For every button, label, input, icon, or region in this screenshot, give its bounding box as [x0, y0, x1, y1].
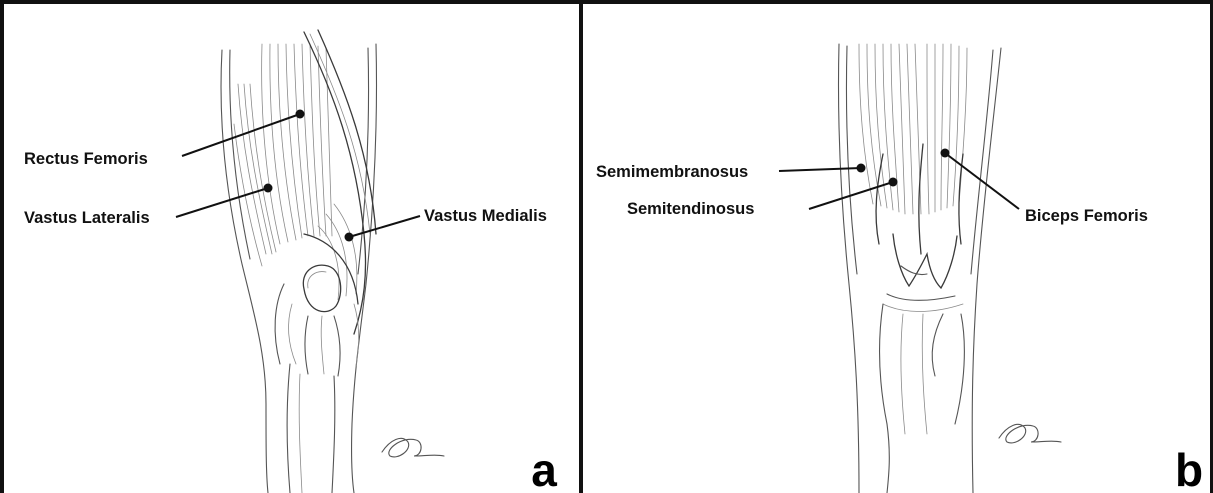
posterior-knee-sketch [838, 44, 1061, 493]
panel-letter-b: b [1175, 444, 1203, 493]
panel-letter-a: a [531, 444, 557, 493]
anterior-knee-sketch [221, 30, 444, 493]
semimembranosus-pointer-dot [857, 164, 866, 173]
biceps-femoris-pointer-dot [941, 149, 950, 158]
rectus-femoris-pointer-dot [296, 110, 305, 119]
posterior-knee-drawing: Semimembranosus Semitendinosus Biceps Fe… [583, 4, 1210, 493]
semimembranosus-label: Semimembranosus [596, 163, 748, 181]
anterior-knee-drawing: Rectus Femoris Vastus Lateralis Vastus M… [4, 4, 579, 493]
panel-b-posterior-view: Semimembranosus Semitendinosus Biceps Fe… [579, 0, 1213, 493]
semitendinosus-pointer-dot [889, 178, 898, 187]
rectus-femoris-label: Rectus Femoris [24, 150, 148, 168]
vastus-lateralis-label: Vastus Lateralis [24, 209, 150, 227]
panel-a-anterior-view: Rectus Femoris Vastus Lateralis Vastus M… [0, 0, 579, 493]
vastus-lateralis-pointer-dot [264, 184, 273, 193]
vastus-medialis-label: Vastus Medialis [424, 207, 547, 225]
vastus-medialis-pointer-dot [345, 233, 354, 242]
vastus-lateralis-leader-line [176, 188, 268, 217]
vastus-medialis-leader-line [349, 216, 420, 237]
biceps-femoris-label: Biceps Femoris [1025, 207, 1148, 225]
semitendinosus-label: Semitendinosus [627, 200, 754, 218]
